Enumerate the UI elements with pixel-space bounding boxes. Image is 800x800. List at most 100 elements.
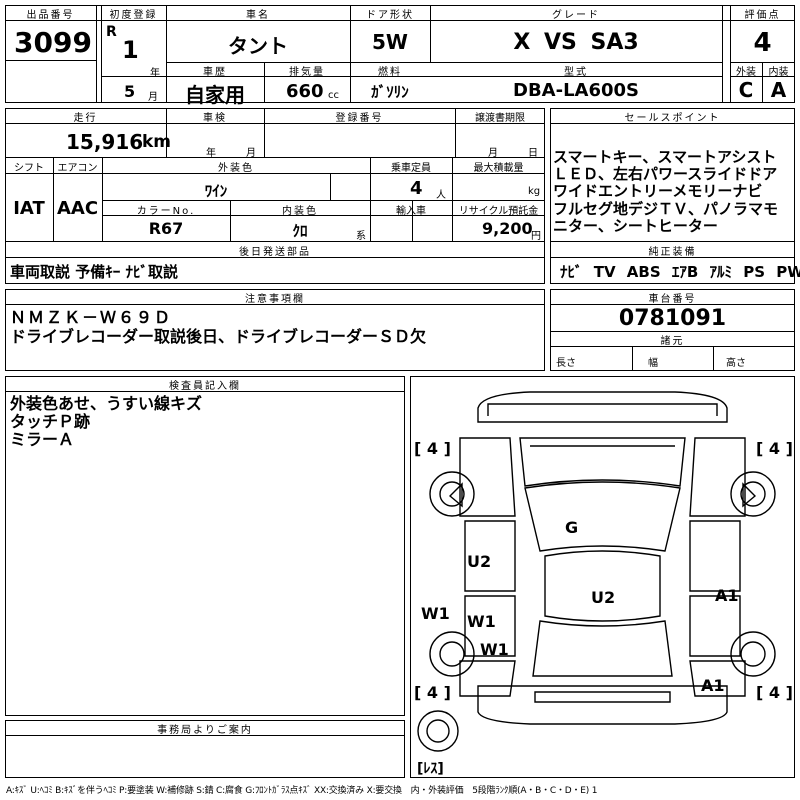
damage-label-roof: U2 — [591, 588, 616, 607]
divider — [5, 157, 545, 158]
sales-line: ワイドエントリーメモリーナビ — [553, 182, 763, 200]
model: DBA-LA600S — [513, 80, 639, 101]
lot-no-label: 出品番号 — [26, 10, 75, 21]
reg-no-label: 登録番号 — [335, 113, 384, 124]
shift-label: シフト — [14, 163, 44, 174]
equipment-label: 純正装備 — [648, 247, 697, 258]
sales-line: ＬＥＤ、左右パワースライドドア — [553, 165, 778, 183]
left-mirror — [448, 482, 463, 508]
divider — [5, 391, 405, 392]
color-label: 外装色 — [218, 163, 254, 174]
recycle-label: リサイクル預託金 — [458, 206, 539, 217]
car-name: タント — [228, 34, 288, 58]
first-reg-label: 初度登録 — [109, 10, 158, 21]
sales-line: スマートキー、スマートアシスト — [553, 148, 777, 166]
exterior-label: 外装 — [736, 67, 756, 78]
right-fender-shape — [689, 437, 746, 517]
mileage-label: 走行 — [73, 113, 98, 124]
grade-label: グレード — [552, 10, 600, 21]
roof-shape — [544, 550, 661, 622]
spare-tire-inner — [426, 719, 450, 743]
length-label: 長さ — [556, 358, 576, 369]
intcolor-label: 内装色 — [282, 206, 318, 217]
maxload-unit: kg — [528, 186, 541, 197]
equipment-text: ﾅﾋﾞ TV ABS ｴｱB ｱﾙﾐ PS PW — [560, 263, 800, 281]
height-label: 高さ — [726, 358, 746, 369]
sales-line: ニター、シートヒーター — [553, 217, 718, 235]
front-bumper-inner — [487, 403, 718, 416]
left-front-door — [464, 520, 516, 592]
divider — [550, 304, 795, 305]
right-front-door — [689, 520, 741, 592]
reg-month: 5 — [124, 82, 136, 101]
tire-rear-right-inner — [740, 641, 766, 667]
displacement-unit: cc — [328, 90, 339, 101]
rear-bumper-shape — [477, 685, 728, 725]
notes-label: 注意事項欄 — [245, 294, 305, 305]
divider — [5, 257, 545, 258]
history: 自家用 — [185, 83, 245, 107]
legend: A:ｷｽﾞ U:ﾍｺﾐ B:ｷｽﾞを伴うﾍｺﾐ P:要塗装 W:補修跡 S:錆 … — [6, 786, 598, 796]
month-unit: 月 — [148, 92, 158, 103]
damage-label-left-side: W1 — [421, 604, 450, 623]
divider — [166, 62, 722, 63]
divider — [5, 304, 545, 305]
damage-label-left-rear-fender: W1 — [480, 640, 509, 659]
left-rear-fender — [459, 660, 516, 697]
tire-rr-value: [ 4 ] — [756, 683, 793, 702]
parts-label: 後日発送部品 — [239, 247, 311, 258]
interior-label: 内装 — [768, 67, 789, 78]
divider — [102, 200, 545, 201]
capacity: 4 — [410, 178, 423, 199]
tire-front-right — [730, 471, 776, 517]
sales-line: フルセグ地デジＴＶ、パノラマモ — [553, 200, 779, 218]
divider — [730, 5, 731, 103]
tire-rl-value: [ 4 ] — [414, 683, 451, 702]
interior-color: ｸﾛ — [292, 222, 308, 240]
reg-year: 1 — [122, 36, 139, 64]
chassis-number: 0781091 — [618, 306, 727, 331]
inspector-label: 検査員記入欄 — [169, 381, 241, 392]
divider — [101, 76, 166, 77]
recycle-fee: 9,200 — [482, 219, 533, 238]
damage-label-windshield: G — [565, 518, 579, 537]
score: 4 — [753, 28, 772, 58]
spare-tire — [417, 710, 459, 752]
divider — [550, 241, 795, 242]
divider — [550, 331, 795, 332]
office-section — [5, 720, 405, 778]
transfer-day: 日 — [528, 148, 538, 159]
intcolor-suffix: 系 — [356, 231, 366, 242]
tire-front-left-inner — [439, 481, 465, 507]
interior-grade: A — [770, 78, 787, 102]
era: R — [106, 24, 117, 40]
hood-shape — [519, 437, 686, 487]
displacement: 660 — [286, 81, 324, 102]
width-label: 幅 — [648, 358, 658, 369]
lot-no: 3099 — [14, 26, 92, 59]
grade: X VS SA3 — [513, 30, 639, 55]
sales-label: セールスポイント — [624, 113, 721, 124]
left-fender-shape — [459, 437, 516, 517]
transfer-label: 譲渡書期限 — [475, 113, 525, 124]
door-label: ドア形状 — [366, 10, 414, 21]
divider — [350, 5, 351, 103]
car-diagram-section — [410, 376, 795, 778]
notes-line: ＮＭＺＫ－Ｗ６９Ｄ — [10, 308, 173, 327]
divider — [166, 76, 722, 77]
parts-text: 車両取説 予備ｷｰ ﾅﾋﾞ取説 — [10, 263, 178, 281]
ac-label: エアコン — [57, 163, 98, 174]
chassis-section — [550, 289, 795, 371]
maxload-label: 最大積載量 — [473, 163, 524, 174]
divider — [330, 173, 331, 200]
import-label: 輸入車 — [396, 206, 426, 217]
inspection-label: 車検 — [203, 113, 227, 124]
inspector-line: 外装色あせ、うすい線キズ — [10, 394, 203, 413]
car-name-label: 車名 — [246, 10, 270, 21]
history-label: 車歴 — [203, 67, 227, 78]
divider — [264, 62, 265, 103]
capacity-unit: 人 — [436, 190, 446, 201]
divider — [550, 123, 795, 124]
divider — [452, 157, 453, 241]
ac: AAC — [56, 198, 99, 219]
